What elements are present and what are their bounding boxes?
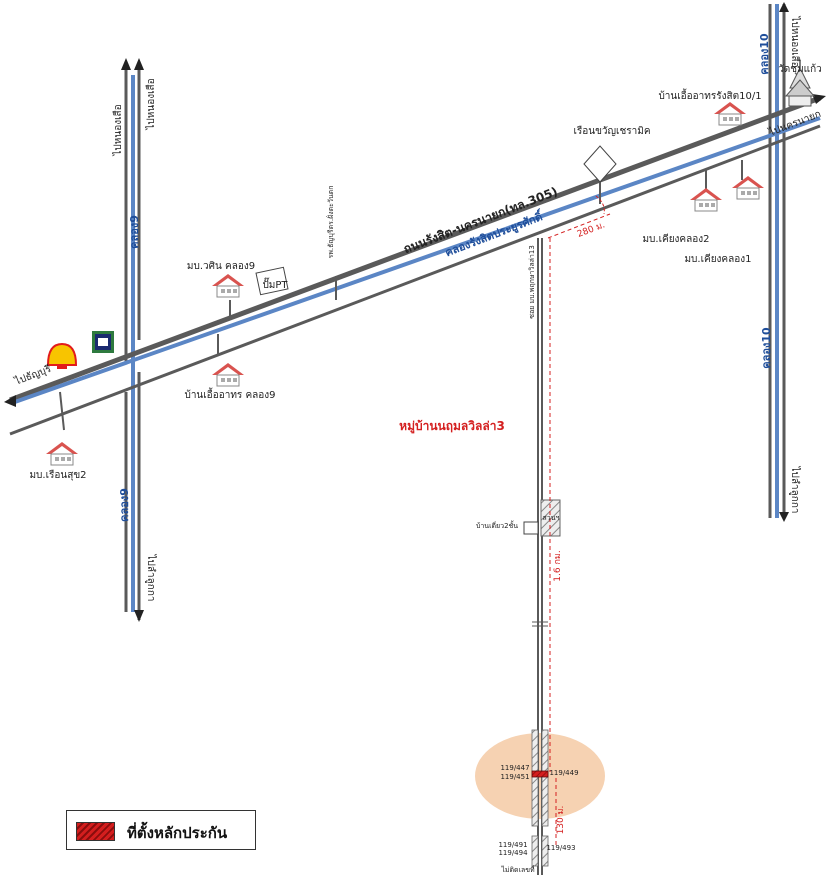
house-number: 119/451 — [500, 773, 529, 781]
dist-arc — [595, 195, 605, 215]
collateral-location — [531, 770, 549, 778]
arrow-north-khlong9b — [134, 58, 144, 70]
house-icon — [689, 187, 723, 212]
legend-collateral-swatch — [76, 822, 115, 841]
house-number: 119/493 — [546, 844, 575, 852]
label-to-lam-luk-ka-right: ไปลำลูกกา — [789, 466, 801, 514]
label-to-nong-suea-left2: ไปหนองเสือ — [145, 78, 157, 130]
arrow-north-khlong10 — [779, 2, 789, 12]
legend-box: ที่ตั้งหลักประกัน — [66, 810, 256, 850]
label-mb-wasin: มบ.วศิน คลอง9 — [187, 261, 255, 272]
main-road-north — [9, 95, 821, 403]
plots-strip-east — [541, 729, 549, 827]
label-ban-eua-10-1: บ้านเอื้ออาทรรังสิต10/1 — [658, 88, 761, 102]
house-icon — [211, 362, 245, 387]
house-icon — [713, 101, 747, 126]
shell-logo-icon — [46, 342, 78, 369]
label-to-lam-luk-ka-left: ไปลำลูกกา — [145, 554, 157, 602]
house-number: 119/491 — [498, 841, 527, 849]
plots-bottom-east — [541, 835, 549, 867]
label-hospital-road: รพ.ธัญบุรีตร.ฝั่งตะวันตก — [326, 186, 335, 259]
label-mb-khiang-1: มบ.เคียงคลอง1 — [684, 253, 751, 265]
label-to-nong-suea-left: ไปหนองเสือ — [112, 104, 124, 156]
main-canal — [11, 116, 821, 405]
house-icon — [211, 273, 245, 298]
label-khlong10-mid: คลอง10 — [760, 327, 773, 369]
label-mb-khiang-2: มบ.เคียงคลอง2 — [642, 233, 709, 245]
label-suan: สวนฯ — [543, 514, 560, 522]
label-khlong10-top: คลอง10 — [758, 33, 771, 75]
label-to-nong-suea-right: ไปหนองเสือ — [789, 15, 801, 67]
distance-280: 280 ม. — [576, 220, 607, 240]
arrow-east-main — [812, 94, 826, 104]
arrow-south-khlong10 — [779, 512, 789, 522]
main-road-south — [9, 124, 821, 436]
distance-130: 130 ม. — [556, 806, 566, 835]
label-soi-name: ซอย มบ.พฤกษาวิลล่า13 — [528, 245, 536, 319]
label-wat: วัดชุมแก้ว — [778, 63, 822, 75]
house-number: 119/447 — [500, 764, 529, 772]
temple-icon — [784, 60, 816, 107]
label-khlong9-top: คลอง9 — [128, 215, 141, 249]
house-icon — [731, 175, 765, 200]
house-number: 119/494 — [498, 849, 528, 857]
label-ban-eua-9: บ้านเอื้ออาทร คลอง9 — [184, 387, 275, 401]
label-khlong9-bottom: คลอง9 — [118, 488, 131, 522]
label-pump-pt: ปั๊มPT — [262, 277, 288, 291]
plots-strip-west — [531, 729, 539, 827]
ruean-khwan-building — [583, 145, 617, 183]
plots-bottom-west — [531, 835, 539, 867]
label-mb-ruean-suk: มบ.เรือนสุข2 — [29, 469, 86, 481]
arrow-north-khlong9 — [121, 58, 131, 70]
label-village-name: หมู่บ้านนฤมลวิลล่า3 — [399, 419, 505, 434]
arrow-west-main — [4, 395, 16, 407]
house-icon — [45, 441, 79, 466]
legend-label: ที่ตั้งหลักประกัน — [127, 824, 228, 842]
bank-logo-icon — [92, 331, 114, 353]
label-no-number: ไม่ติดเลขที่ — [500, 865, 535, 874]
side-road-ruean-suk — [59, 391, 65, 431]
label-ruean-khwan: เรือนขวัญเชรามิค — [573, 125, 650, 137]
distance-1-6: 1.6 กม. — [553, 550, 563, 581]
pump-pt-icon — [255, 266, 289, 296]
label-ban-diao: บ้านเดี่ยว2ชั้น — [476, 519, 518, 530]
arrow-south-khlong9 — [134, 610, 144, 622]
ban-diao-box — [523, 521, 539, 535]
house-number: 119/449 — [549, 769, 578, 777]
